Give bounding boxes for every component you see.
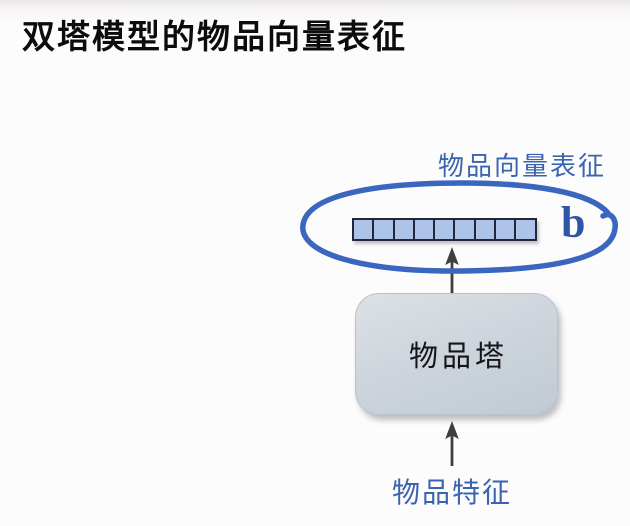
item-features-label: 物品特征 <box>392 478 513 509</box>
vector-cell <box>453 218 476 241</box>
vector-cell <box>433 218 456 241</box>
vector-cell <box>473 218 497 241</box>
highlight-ellipse <box>300 180 618 274</box>
vector-cell <box>352 218 375 241</box>
up-arrow-tower-to-vector <box>445 247 459 294</box>
item-tower-box: 物品塔 <box>355 293 558 415</box>
vector-cell <box>412 218 436 241</box>
slide-title: 双塔模型的物品向量表征 <box>22 20 407 56</box>
item-embedding-vector <box>352 218 537 241</box>
vector-cell <box>514 218 537 241</box>
vector-cell <box>392 218 415 241</box>
item-vector-label: 物品向量表征 <box>438 152 607 181</box>
item-tower-label: 物品塔 <box>408 341 508 373</box>
vector-symbol-b: b <box>561 198 586 247</box>
vector-cell <box>494 218 517 241</box>
vector-cell <box>372 218 395 241</box>
up-arrow-features-to-tower <box>445 421 459 466</box>
